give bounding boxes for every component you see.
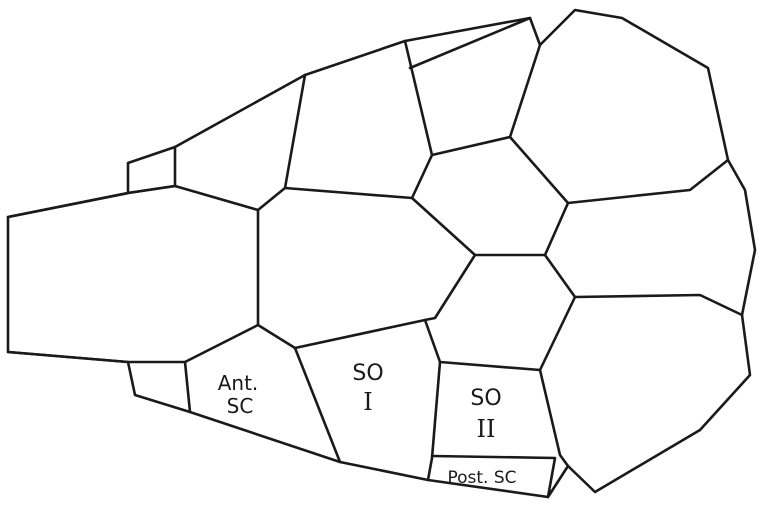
upper-plate-3-divider [410,18,530,68]
anterior-snout-plate [8,186,258,362]
skull-roof-outline [8,10,755,497]
so-ii-plate-right [540,370,568,466]
central-hex-plate-2 [475,137,568,255]
central-hex-plate-1 [258,198,475,348]
central-hex-plate-3 [425,255,575,370]
so-i-label-line2: I [363,388,372,416]
upper-plate-2 [285,41,432,198]
post-sc-label: Post. SC [447,468,516,488]
posterior-plate-upper [568,160,728,203]
small-anterior-plate-lower [185,362,190,412]
so-ii-label-line2: II [477,415,496,443]
so-i-label-line1: SO [352,361,383,386]
posterior-plate-mid [575,295,742,315]
ant-sc-label-line1: Ant. [218,371,259,395]
ant-sc-label-line2: SC [227,394,254,418]
so-ii-label-line1: SO [470,386,501,411]
so-ii-plate-left [428,362,440,480]
so-i-plate-boundary [295,348,340,462]
upper-plate-4 [432,45,540,155]
